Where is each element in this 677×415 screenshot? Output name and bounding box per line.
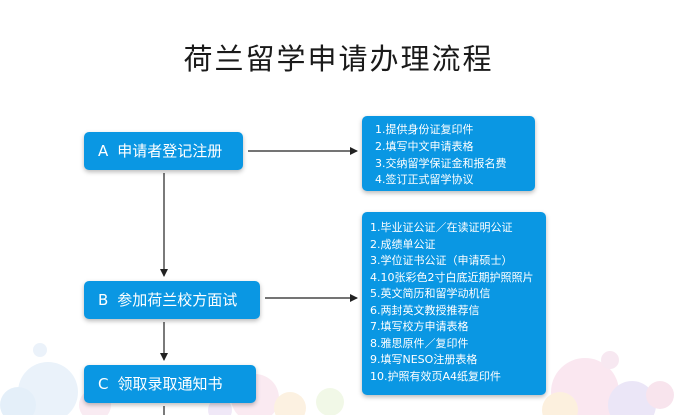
step-c-label: 领取录取通知书 <box>117 375 223 393</box>
requirement-item: 7.填写校方申请表格 <box>370 320 469 333</box>
requirement-item: 2.填写中文申请表格 <box>375 139 474 153</box>
requirement-item: 8.雅思原件／复印件 <box>370 336 469 350</box>
step-b-box: B 参加荷兰校方面试 <box>84 281 260 319</box>
requirement-item: 4.签订正式留学协议 <box>375 173 474 187</box>
requirement-item: 3.学位证书公证（申请硕士） <box>370 254 513 267</box>
requirement-item: 9.填写NESO注册表格 <box>370 353 478 366</box>
step-b-label: 参加荷兰校方面试 <box>117 291 238 309</box>
step-c-letter: C <box>98 375 109 393</box>
step-a-requirements-box: 1.提供身份证复印件 2.填写中文申请表格 3.交纳留学保证金和报名费 4.签订… <box>362 116 535 191</box>
step-a-letter: A <box>98 142 109 160</box>
requirement-item: 6.两封英文教授推荐信 <box>370 303 480 317</box>
step-c-box: C 领取录取通知书 <box>84 365 256 403</box>
requirement-item: 1.提供身份证复印件 <box>375 123 474 136</box>
requirement-item: 5.英文简历和留学动机信 <box>370 287 491 300</box>
requirement-item: 10.护照有效页A4纸复印件 <box>370 369 502 383</box>
requirement-item: 3.交纳留学保证金和报名费 <box>375 156 507 170</box>
step-a-label: 申请者登记注册 <box>117 142 223 160</box>
requirement-item: 1.毕业证公证／在读证明公证 <box>370 221 513 234</box>
requirement-item: 4.10张彩色2寸白底近期护照照片 <box>370 270 534 284</box>
step-b-letter: B <box>98 291 109 309</box>
step-b-requirements-box: 1.毕业证公证／在读证明公证 2.成绩单公证 3.学位证书公证（申请硕士） 4.… <box>362 212 546 395</box>
step-a-box: A 申请者登记注册 <box>84 132 243 170</box>
requirement-item: 2.成绩单公证 <box>370 237 436 251</box>
page-title: 荷兰留学申请办理流程 <box>183 42 494 76</box>
